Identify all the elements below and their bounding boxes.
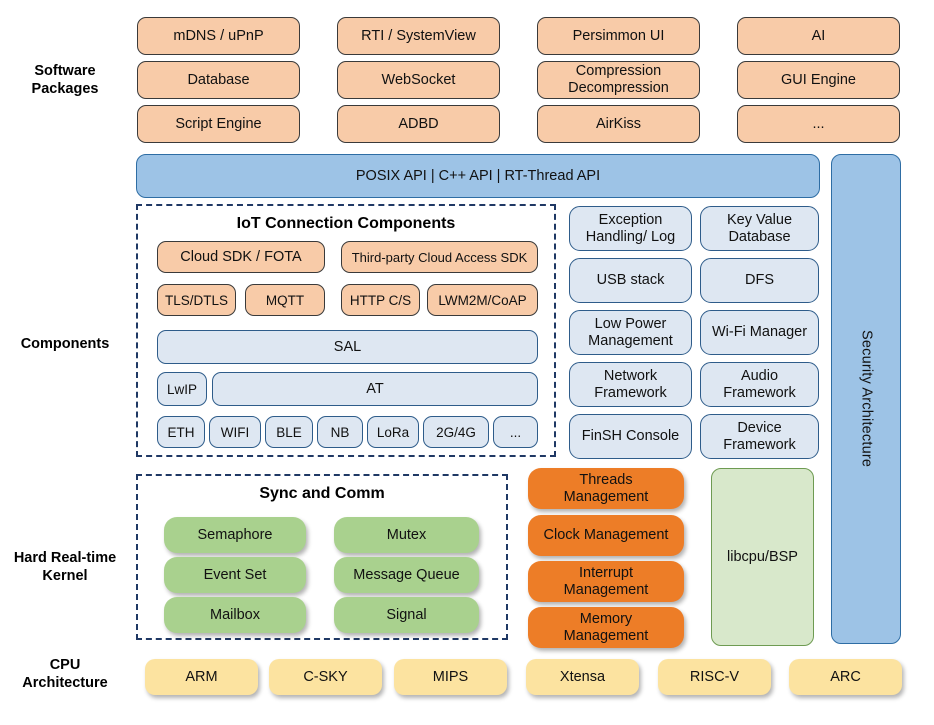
component-finsh-console[interactable]: FinSH Console: [569, 414, 692, 459]
row-label-components: Components: [20, 336, 110, 352]
component-exception-handling-log[interactable]: Exception Handling/ Log: [569, 206, 692, 251]
kernel-threads-management[interactable]: Threads Management: [528, 468, 684, 509]
component-usb-stack[interactable]: USB stack: [569, 258, 692, 303]
kernel-mailbox[interactable]: Mailbox: [164, 597, 306, 633]
kernel-memory-management[interactable]: Memory Management: [528, 607, 684, 648]
package-airkiss[interactable]: AirKiss: [537, 105, 700, 143]
iot-link-ble[interactable]: BLE: [265, 416, 313, 448]
package-compression-decompression[interactable]: Compression Decompression: [537, 61, 700, 99]
kernel-clock-management[interactable]: Clock Management: [528, 515, 684, 556]
row-label-kernel: Hard Real-time Kernel: [13, 550, 117, 584]
package-database[interactable]: Database: [137, 61, 300, 99]
iot-lwip[interactable]: LwIP: [157, 372, 207, 406]
kernel-event-set[interactable]: Event Set: [164, 557, 306, 593]
component-audio-framework[interactable]: Audio Framework: [700, 362, 819, 407]
package-more[interactable]: ...: [737, 105, 900, 143]
kernel-semaphore[interactable]: Semaphore: [164, 517, 306, 553]
kernel-interrupt-management[interactable]: Interrupt Management: [528, 561, 684, 602]
iot-cloud-sdk-fota[interactable]: Cloud SDK / FOTA: [157, 241, 325, 273]
cpu-arm[interactable]: ARM: [145, 659, 258, 695]
iot-link-eth[interactable]: ETH: [157, 416, 205, 448]
kernel-signal[interactable]: Signal: [334, 597, 479, 633]
package-gui-engine[interactable]: GUI Engine: [737, 61, 900, 99]
security-architecture-label: Security Architecture: [858, 330, 875, 468]
iot-tls-dtls[interactable]: TLS/DTLS: [157, 284, 236, 316]
iot-connection-components-group: IoT Connection Components: [136, 204, 556, 457]
package-websocket[interactable]: WebSocket: [337, 61, 500, 99]
cpu-mips[interactable]: MIPS: [394, 659, 507, 695]
iot-link-lora[interactable]: LoRa: [367, 416, 419, 448]
package-adbd[interactable]: ADBD: [337, 105, 500, 143]
libcpu-bsp[interactable]: libcpu/BSP: [711, 468, 814, 646]
component-network-framework[interactable]: Network Framework: [569, 362, 692, 407]
security-architecture-panel[interactable]: Security Architecture: [831, 154, 901, 644]
component-dfs[interactable]: DFS: [700, 258, 819, 303]
iot-link-2g-4g[interactable]: 2G/4G: [423, 416, 489, 448]
row-label-cpu-architecture: CPU Architecture: [22, 657, 108, 691]
iot-connection-components-title: IoT Connection Components: [236, 215, 456, 232]
package-ai[interactable]: AI: [737, 17, 900, 55]
iot-link-wifi[interactable]: WIFI: [209, 416, 261, 448]
component-wifi-manager[interactable]: Wi-Fi Manager: [700, 310, 819, 355]
iot-link-more[interactable]: ...: [493, 416, 538, 448]
sync-and-comm-title: Sync and Comm: [259, 485, 385, 502]
component-key-value-database[interactable]: Key Value Database: [700, 206, 819, 251]
package-mdns-upnp[interactable]: mDNS / uPnP: [137, 17, 300, 55]
iot-http-cs[interactable]: HTTP C/S: [341, 284, 420, 316]
kernel-mutex[interactable]: Mutex: [334, 517, 479, 553]
iot-at[interactable]: AT: [212, 372, 538, 406]
iot-lwm2m-coap[interactable]: LWM2M/CoAP: [427, 284, 538, 316]
row-label-software-packages: Software Packages: [31, 63, 99, 97]
kernel-message-queue[interactable]: Message Queue: [334, 557, 479, 593]
component-low-power-management[interactable]: Low Power Management: [569, 310, 692, 355]
cpu-xtensa[interactable]: Xtensa: [526, 659, 639, 695]
iot-sal[interactable]: SAL: [157, 330, 538, 364]
cpu-risc-v[interactable]: RISC-V: [658, 659, 771, 695]
iot-link-nb[interactable]: NB: [317, 416, 363, 448]
package-persimmon-ui[interactable]: Persimmon UI: [537, 17, 700, 55]
component-device-framework[interactable]: Device Framework: [700, 414, 819, 459]
sync-and-comm-group: Sync and Comm: [136, 474, 508, 640]
package-script-engine[interactable]: Script Engine: [137, 105, 300, 143]
cpu-arc[interactable]: ARC: [789, 659, 902, 695]
api-bar[interactable]: POSIX API | C++ API | RT-Thread API: [136, 154, 820, 198]
package-rti-systemview[interactable]: RTI / SystemView: [337, 17, 500, 55]
iot-third-party-cloud-access-sdk[interactable]: Third-party Cloud Access SDK: [341, 241, 538, 273]
iot-mqtt[interactable]: MQTT: [245, 284, 325, 316]
cpu-c-sky[interactable]: C-SKY: [269, 659, 382, 695]
